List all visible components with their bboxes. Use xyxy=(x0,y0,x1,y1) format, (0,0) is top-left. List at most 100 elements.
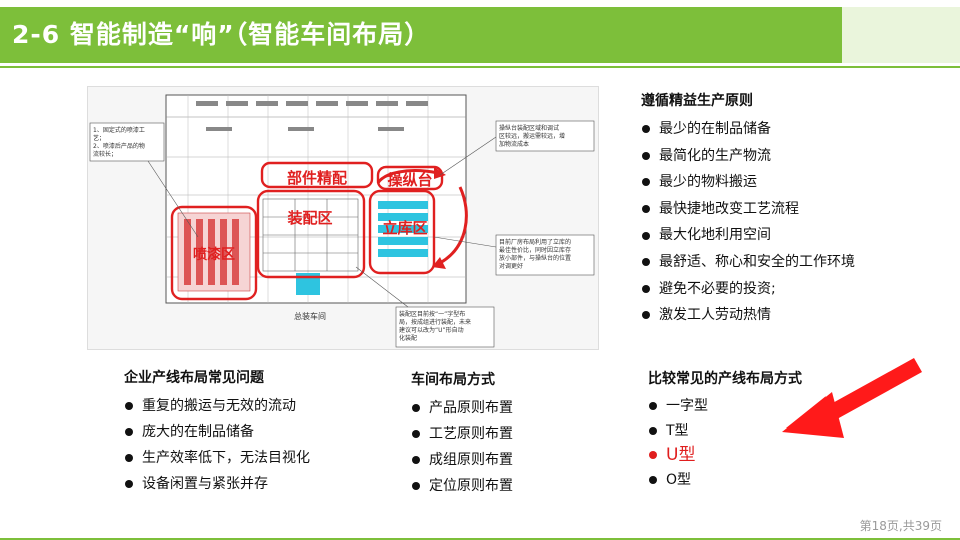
bullet-dot xyxy=(649,451,657,460)
list-item-text: 最简化的生产物流 xyxy=(659,147,771,164)
list-item-text: 成组原则布置 xyxy=(429,452,513,468)
note-assembly-line-3: 建议可以改为“U”形自动 xyxy=(399,326,464,334)
lean-principles-section: 遵循精益生产原则 最少的在制品储备 最简化的生产物流 最少的物料搬运 最快捷地改… xyxy=(641,90,855,329)
list-item-text: 最舒适、称心和安全的工作环境 xyxy=(659,253,855,270)
list-item: 定位原则布置 xyxy=(411,473,513,499)
list-item-text: 最快捷地改变工艺流程 xyxy=(659,200,799,217)
zone-label-warehouse-text: 立库区 xyxy=(382,219,427,237)
lean-principles-title: 遵循精益生产原则 xyxy=(641,93,753,109)
list-item: T型 xyxy=(648,419,802,444)
line-layouts-list: 一字型 T型 U型 O型 xyxy=(648,394,802,492)
bullet-dot xyxy=(412,404,420,412)
note-painting-line-1: 1、固定式的喷漆工 xyxy=(93,126,145,134)
bullet-dot xyxy=(125,480,133,488)
list-item-text: 最大化地利用空间 xyxy=(659,227,771,244)
zone-label-assembly: 装配区 xyxy=(286,209,332,227)
note-assembly: 装配区目前按“一”字型布 局，按成组进行装配，未来 建议可以改为“U”形自动 化… xyxy=(399,310,473,342)
list-item-text: 产品原则布置 xyxy=(429,400,513,416)
list-item: 工艺原则布置 xyxy=(411,421,513,447)
note-warehouse-line-4: 对调更好 xyxy=(499,262,523,270)
note-warehouse: 目前厂房布局利用了立库的 最佳性价比，同时因立库存 放小部件，与操纵台的位置 对… xyxy=(499,238,573,270)
note-painting: 1、固定式的喷漆工 艺； 2、喷漆后产品的物 流较长； xyxy=(93,126,147,158)
list-item-text: 最少的物料搬运 xyxy=(659,174,757,191)
list-item: 设备闲置与紧张并存 xyxy=(124,471,310,497)
zone-label-parts: 部件精配 xyxy=(287,169,347,187)
workshop-layout-section: 车间布局方式 产品原则布置 工艺原则布置 成组原则布置 定位原则布置 xyxy=(411,369,513,499)
list-item: 庞大的在制品储备 xyxy=(124,419,310,445)
bullet-dot xyxy=(642,231,650,240)
line-layouts-section: 比较常见的产线布局方式 一字型 T型 U型 O型 xyxy=(648,368,802,492)
note-console: 操纵台装配区域和调试 区较远，搬运需较远，增 加物流成本 xyxy=(499,124,567,148)
list-item-text: 定位原则布置 xyxy=(429,478,513,494)
zone-label-console: 操纵台 xyxy=(387,171,432,189)
bullet-dot xyxy=(125,402,133,410)
list-item-text: T型 xyxy=(666,422,689,439)
bullet-dot xyxy=(649,402,657,411)
list-item-text: 避免不必要的投资; xyxy=(659,280,776,297)
list-item: 产品原则布置 xyxy=(411,395,513,421)
workshop-layout-list: 产品原则布置 工艺原则布置 成组原则布置 定位原则布置 xyxy=(411,395,513,499)
red-arrow-icon xyxy=(782,358,922,438)
list-item-text: 庞大的在制品储备 xyxy=(142,424,254,440)
header-accent-block xyxy=(842,7,960,63)
list-item: 生产效率低下，无法目视化 xyxy=(124,445,310,471)
bullet-dot xyxy=(642,125,650,134)
bullet-dot xyxy=(642,205,650,214)
note-warehouse-line-1: 目前厂房布局利用了立库的 xyxy=(499,238,571,246)
list-item: 激发工人劳动热情 xyxy=(641,302,855,329)
note-assembly-line-2: 局，按成组进行装配，未来 xyxy=(399,318,471,326)
list-item-text: 激发工人劳动热情 xyxy=(659,307,771,324)
bullet-dot xyxy=(642,311,650,320)
list-item: 避免不必要的投资; xyxy=(641,276,855,303)
list-item: 成组原则布置 xyxy=(411,447,513,473)
list-item-text: 设备闲置与紧张并存 xyxy=(142,476,268,492)
list-item: 最简化的生产物流 xyxy=(641,143,855,170)
bullet-dot xyxy=(412,456,420,464)
page-number: 第18页,共39页 xyxy=(859,519,942,533)
list-item-highlighted: U型 xyxy=(648,443,802,468)
list-item: O型 xyxy=(648,468,802,493)
list-item: 最舒适、称心和安全的工作环境 xyxy=(641,249,855,276)
zone-label-painting: 喷漆区 xyxy=(193,246,235,263)
note-painting-line-4: 流较长； xyxy=(93,150,117,158)
bottom-workshop-label: 总装车间 xyxy=(294,311,326,321)
bullet-dot xyxy=(125,428,133,436)
bullet-dot xyxy=(412,430,420,438)
list-item: 最少的在制品储备 xyxy=(641,116,855,143)
bullet-dot xyxy=(642,284,650,293)
list-item: 一字型 xyxy=(648,394,802,419)
note-warehouse-line-2: 最佳性价比，同时因立库存 xyxy=(499,246,571,254)
bullet-dot xyxy=(642,258,650,267)
list-item-text: 生产效率低下，无法目视化 xyxy=(142,450,310,466)
note-assembly-line-4: 化装配 xyxy=(399,334,417,342)
layout-problems-title: 企业产线布局常见问题 xyxy=(124,370,264,386)
bullet-dot xyxy=(125,454,133,462)
layout-problems-list: 重复的搬运与无效的流动 庞大的在制品储备 生产效率低下，无法目视化 设备闲置与紧… xyxy=(124,393,310,497)
note-warehouse-line-3: 放小部件，与操纵台的位置 xyxy=(499,254,571,262)
list-item-text: 最少的在制品储备 xyxy=(659,121,771,137)
list-item-text: U型 xyxy=(666,445,696,465)
layout-problems-section: 企业产线布局常见问题 重复的搬运与无效的流动 庞大的在制品储备 生产效率低下，无… xyxy=(124,367,310,497)
list-item: 最少的物料搬运 xyxy=(641,169,855,196)
slide-title: 2-6 智能制造“响”（智能车间布局） xyxy=(12,20,431,49)
lean-principles-list: 最少的在制品储备 最简化的生产物流 最少的物料搬运 最快捷地改变工艺流程 最大化… xyxy=(641,116,855,329)
note-console-line-2: 区较远，搬运需较远，增 xyxy=(499,132,565,140)
note-console-line-1: 操纵台装配区域和调试 xyxy=(499,124,559,132)
header-divider xyxy=(0,66,960,68)
zone-label-assembly-text: 装配区 xyxy=(286,209,332,227)
workshop-layout-title: 车间布局方式 xyxy=(411,372,495,388)
header-bar xyxy=(0,7,960,63)
footer-divider xyxy=(0,538,960,540)
list-item: 重复的搬运与无效的流动 xyxy=(124,393,310,419)
note-console-line-3: 加物流成本 xyxy=(499,140,529,148)
note-painting-line-2: 艺； xyxy=(93,134,105,142)
workshop-layout-diagram: 部件精配 操纵台 喷漆区 装配区 立库区 总装车间 1、固定式的喷漆工 艺； 2… xyxy=(87,86,599,350)
list-item-text: 重复的搬运与无效的流动 xyxy=(142,398,296,414)
list-item-text: 工艺原则布置 xyxy=(429,426,513,442)
list-item-text: O型 xyxy=(666,471,692,488)
list-item: 最大化地利用空间 xyxy=(641,222,855,249)
bullet-dot xyxy=(649,426,657,435)
bullet-dot xyxy=(642,151,650,160)
list-item: 最快捷地改变工艺流程 xyxy=(641,196,855,223)
bullet-dot xyxy=(649,475,657,484)
